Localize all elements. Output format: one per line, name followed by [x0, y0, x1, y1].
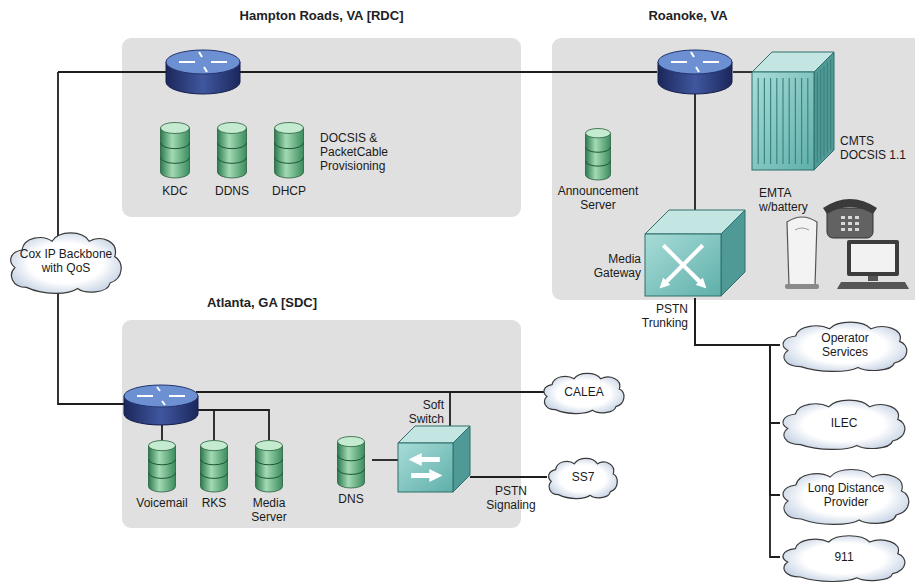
text-slot: SS7: [547, 455, 619, 499]
cloud-label: Cox IP Backbone with QoS: [19, 247, 113, 275]
text-slot: Operator Services: [780, 318, 910, 372]
site-region: Hampton Roads, VA [RDC]KDCDDNSDHCP: [122, 38, 521, 217]
node-label: EMTA w/battery: [759, 186, 823, 214]
equipment-node: DHCP: [262, 122, 316, 208]
link-label: PSTN Trunking: [630, 302, 688, 330]
node-label: Media Gateway: [585, 252, 641, 280]
network-cloud: ILEC: [780, 396, 908, 450]
equipment-node: EMTA w/battery: [755, 184, 912, 290]
network-cloud: Operator Services: [780, 318, 910, 372]
cloud-label: Long Distance Provider: [802, 481, 890, 509]
equipment-node: Soft Switch: [398, 396, 470, 496]
network-link: [695, 298, 780, 345]
site-panel: [122, 320, 521, 528]
equipment-node: RKS: [194, 440, 234, 520]
text-slot: PSTN Signaling: [482, 484, 540, 512]
link-label: PSTN Signaling: [482, 484, 540, 512]
cmts-box: [752, 52, 834, 170]
site-heading: Atlanta, GA [SDC]: [122, 295, 402, 311]
server-cylinder: [585, 128, 611, 180]
equipment-node: CMTS DOCSIS 1.1: [752, 52, 912, 172]
group-label: DOCSIS & PacketCable Provisioning: [320, 131, 404, 173]
network-link: [695, 298, 780, 423]
text-slot: Media Gateway: [585, 252, 641, 280]
node-label: Soft Switch: [398, 398, 444, 426]
site-heading: Hampton Roads, VA [RDC]: [122, 8, 521, 24]
server-cylinder: [160, 122, 190, 178]
equipment-node: Announcement Server: [553, 128, 643, 210]
text-slot: Roanoke, VA: [552, 8, 824, 24]
network-cloud: CALEA: [542, 370, 626, 414]
server-cylinder: [255, 440, 283, 492]
text-slot: DOCSIS & PacketCable Provisioning: [320, 131, 404, 173]
switch-cube: [398, 426, 470, 492]
network-link: [372, 459, 398, 461]
cloud-label: CALEA: [564, 385, 603, 399]
text-slot: Soft Switch: [398, 398, 444, 426]
network-link: [695, 298, 780, 557]
equipment-node: KDC: [148, 122, 202, 208]
equipment-node: DDNS: [205, 122, 259, 208]
cloud-label: SS7: [572, 470, 595, 484]
gateway-cube: [645, 210, 745, 296]
site-heading: Roanoke, VA: [552, 8, 824, 24]
text-slot: Atlanta, GA [SDC]: [122, 295, 402, 311]
text-slot: EMTA w/battery: [759, 186, 823, 214]
site-region: Atlanta, GA [SDC]VoicemailRKSMedia Serve…: [122, 320, 521, 528]
text-slot: PSTN Trunking: [630, 302, 688, 330]
text-slot: DDNS: [205, 184, 259, 198]
network-cloud: 911: [780, 532, 908, 582]
equipment-node: Voicemail: [134, 440, 190, 520]
node-label: DHCP: [262, 184, 316, 198]
text-slot: 911: [780, 532, 908, 582]
server-cylinder: [337, 436, 365, 488]
site-panel: [122, 38, 521, 217]
node-label: KDC: [148, 184, 202, 198]
site-region: Roanoke, VAAnnouncement ServerMedia Gate…: [552, 38, 915, 300]
text-slot: Voicemail: [134, 496, 190, 510]
node-label: CMTS DOCSIS 1.1: [840, 134, 910, 162]
cloud-label: 911: [834, 550, 853, 564]
text-slot: CMTS DOCSIS 1.1: [840, 134, 910, 162]
router-icon: [166, 50, 240, 94]
server-cylinder: [217, 122, 247, 178]
server-cylinder: [274, 122, 304, 178]
text-slot: CALEA: [542, 370, 626, 414]
network-cloud: Long Distance Provider: [780, 465, 912, 525]
text-slot: DNS: [330, 492, 372, 506]
node-label: Voicemail: [134, 496, 190, 510]
site-panels: [122, 38, 915, 528]
text-slot: Announcement Server: [553, 184, 643, 212]
text-slot: KDC: [148, 184, 202, 198]
text-slot: Cox IP Backbone with QoS: [8, 228, 124, 294]
text-slot: RKS: [194, 496, 234, 510]
text-slot: Long Distance Provider: [780, 465, 912, 525]
node-label: Announcement Server: [553, 184, 643, 212]
network-wires: [58, 72, 752, 440]
cloud-label: Operator Services: [809, 331, 881, 359]
network-cloud: Cox IP Backbone with QoS: [8, 228, 124, 294]
site-panel: [552, 38, 915, 300]
text-slot: DHCP: [262, 184, 316, 198]
router-icon: [124, 385, 198, 425]
server-cylinder: [200, 440, 228, 492]
equipment-node: Media Gateway: [585, 210, 745, 298]
server-cylinder: [148, 440, 176, 492]
network-link: [695, 298, 780, 495]
router-icon: [658, 50, 732, 94]
text-slot: ILEC: [780, 396, 908, 450]
node-label: DDNS: [205, 184, 259, 198]
network-cloud: SS7: [547, 455, 619, 499]
text-slot: Media Server: [240, 496, 298, 524]
node-label: RKS: [194, 496, 234, 510]
node-label: Media Server: [240, 496, 298, 524]
network-link: [470, 476, 547, 478]
text-slot: Hampton Roads, VA [RDC]: [122, 8, 521, 24]
node-label: DNS: [330, 492, 372, 506]
equipment-node: DNS: [330, 436, 372, 512]
equipment-node: Media Server: [240, 440, 298, 528]
cloud-label: ILEC: [831, 416, 858, 430]
